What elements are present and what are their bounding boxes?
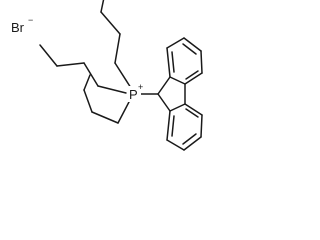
butyl-chain-middle: [39, 44, 127, 94]
structure-diagram: Br −: [11, 0, 203, 151]
phosphorus-charge: +: [138, 82, 143, 92]
fluorene-five-ring: [157, 76, 186, 112]
bromine-charge: −: [28, 15, 33, 25]
bromine-label: Br: [11, 20, 25, 35]
bromide-ion: Br −: [11, 15, 33, 35]
phosphonium-atom: P +: [127, 82, 143, 102]
fluorene-lower-benzene: [166, 103, 203, 151]
butyl-chain-upper: [100, 0, 132, 89]
butyl-chain-lower: [83, 74, 131, 124]
fluorene-upper-benzene: [166, 37, 203, 85]
phosphorus-label: P: [129, 87, 138, 102]
